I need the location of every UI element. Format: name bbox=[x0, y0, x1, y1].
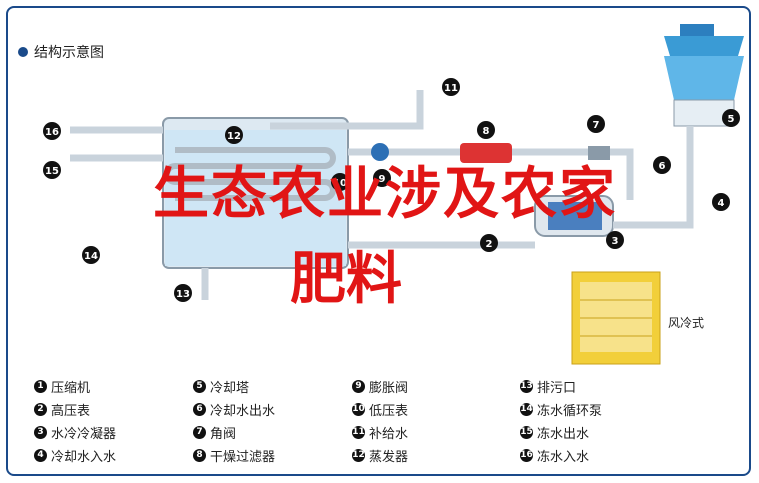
svg-text:4: 4 bbox=[718, 198, 725, 209]
svg-text:12: 12 bbox=[227, 131, 241, 142]
svg-text:13: 13 bbox=[176, 289, 190, 300]
svg-text:14: 14 bbox=[84, 251, 98, 262]
air-cooled-unit bbox=[571, 271, 661, 365]
overlay-text-line1: 生态农业涉及农家 bbox=[153, 162, 617, 227]
overlay-text-line2: 肥料 bbox=[290, 247, 402, 312]
evaporator-tank bbox=[162, 117, 349, 269]
bullet-icon bbox=[18, 47, 28, 57]
cooling-tower bbox=[664, 24, 744, 127]
svg-text:2: 2 bbox=[486, 239, 493, 250]
air-cooling-label: 风冷式 bbox=[668, 316, 705, 330]
angle-valve bbox=[588, 146, 610, 160]
svg-text:3: 3 bbox=[612, 236, 619, 247]
diagram-frame bbox=[6, 6, 751, 476]
svg-text:10: 10 bbox=[333, 178, 347, 189]
title-text: 结构示意图 bbox=[34, 45, 104, 61]
svg-text:8: 8 bbox=[483, 126, 490, 137]
diagram-markers: 16 15 14 13 12 11 10 9 8 7 6 5 4 3 2 bbox=[43, 78, 740, 302]
svg-text:11: 11 bbox=[444, 83, 458, 94]
svg-text:7: 7 bbox=[593, 120, 600, 131]
svg-text:15: 15 bbox=[45, 166, 59, 177]
diagram-title: 结构示意图 bbox=[18, 42, 104, 62]
filter-drier bbox=[460, 143, 512, 163]
expansion-valve bbox=[371, 143, 389, 161]
svg-text:16: 16 bbox=[45, 127, 59, 138]
svg-text:9: 9 bbox=[379, 174, 386, 185]
svg-text:5: 5 bbox=[728, 114, 735, 125]
water-condenser bbox=[534, 195, 614, 237]
svg-text:6: 6 bbox=[659, 161, 666, 172]
pipes bbox=[70, 90, 694, 300]
